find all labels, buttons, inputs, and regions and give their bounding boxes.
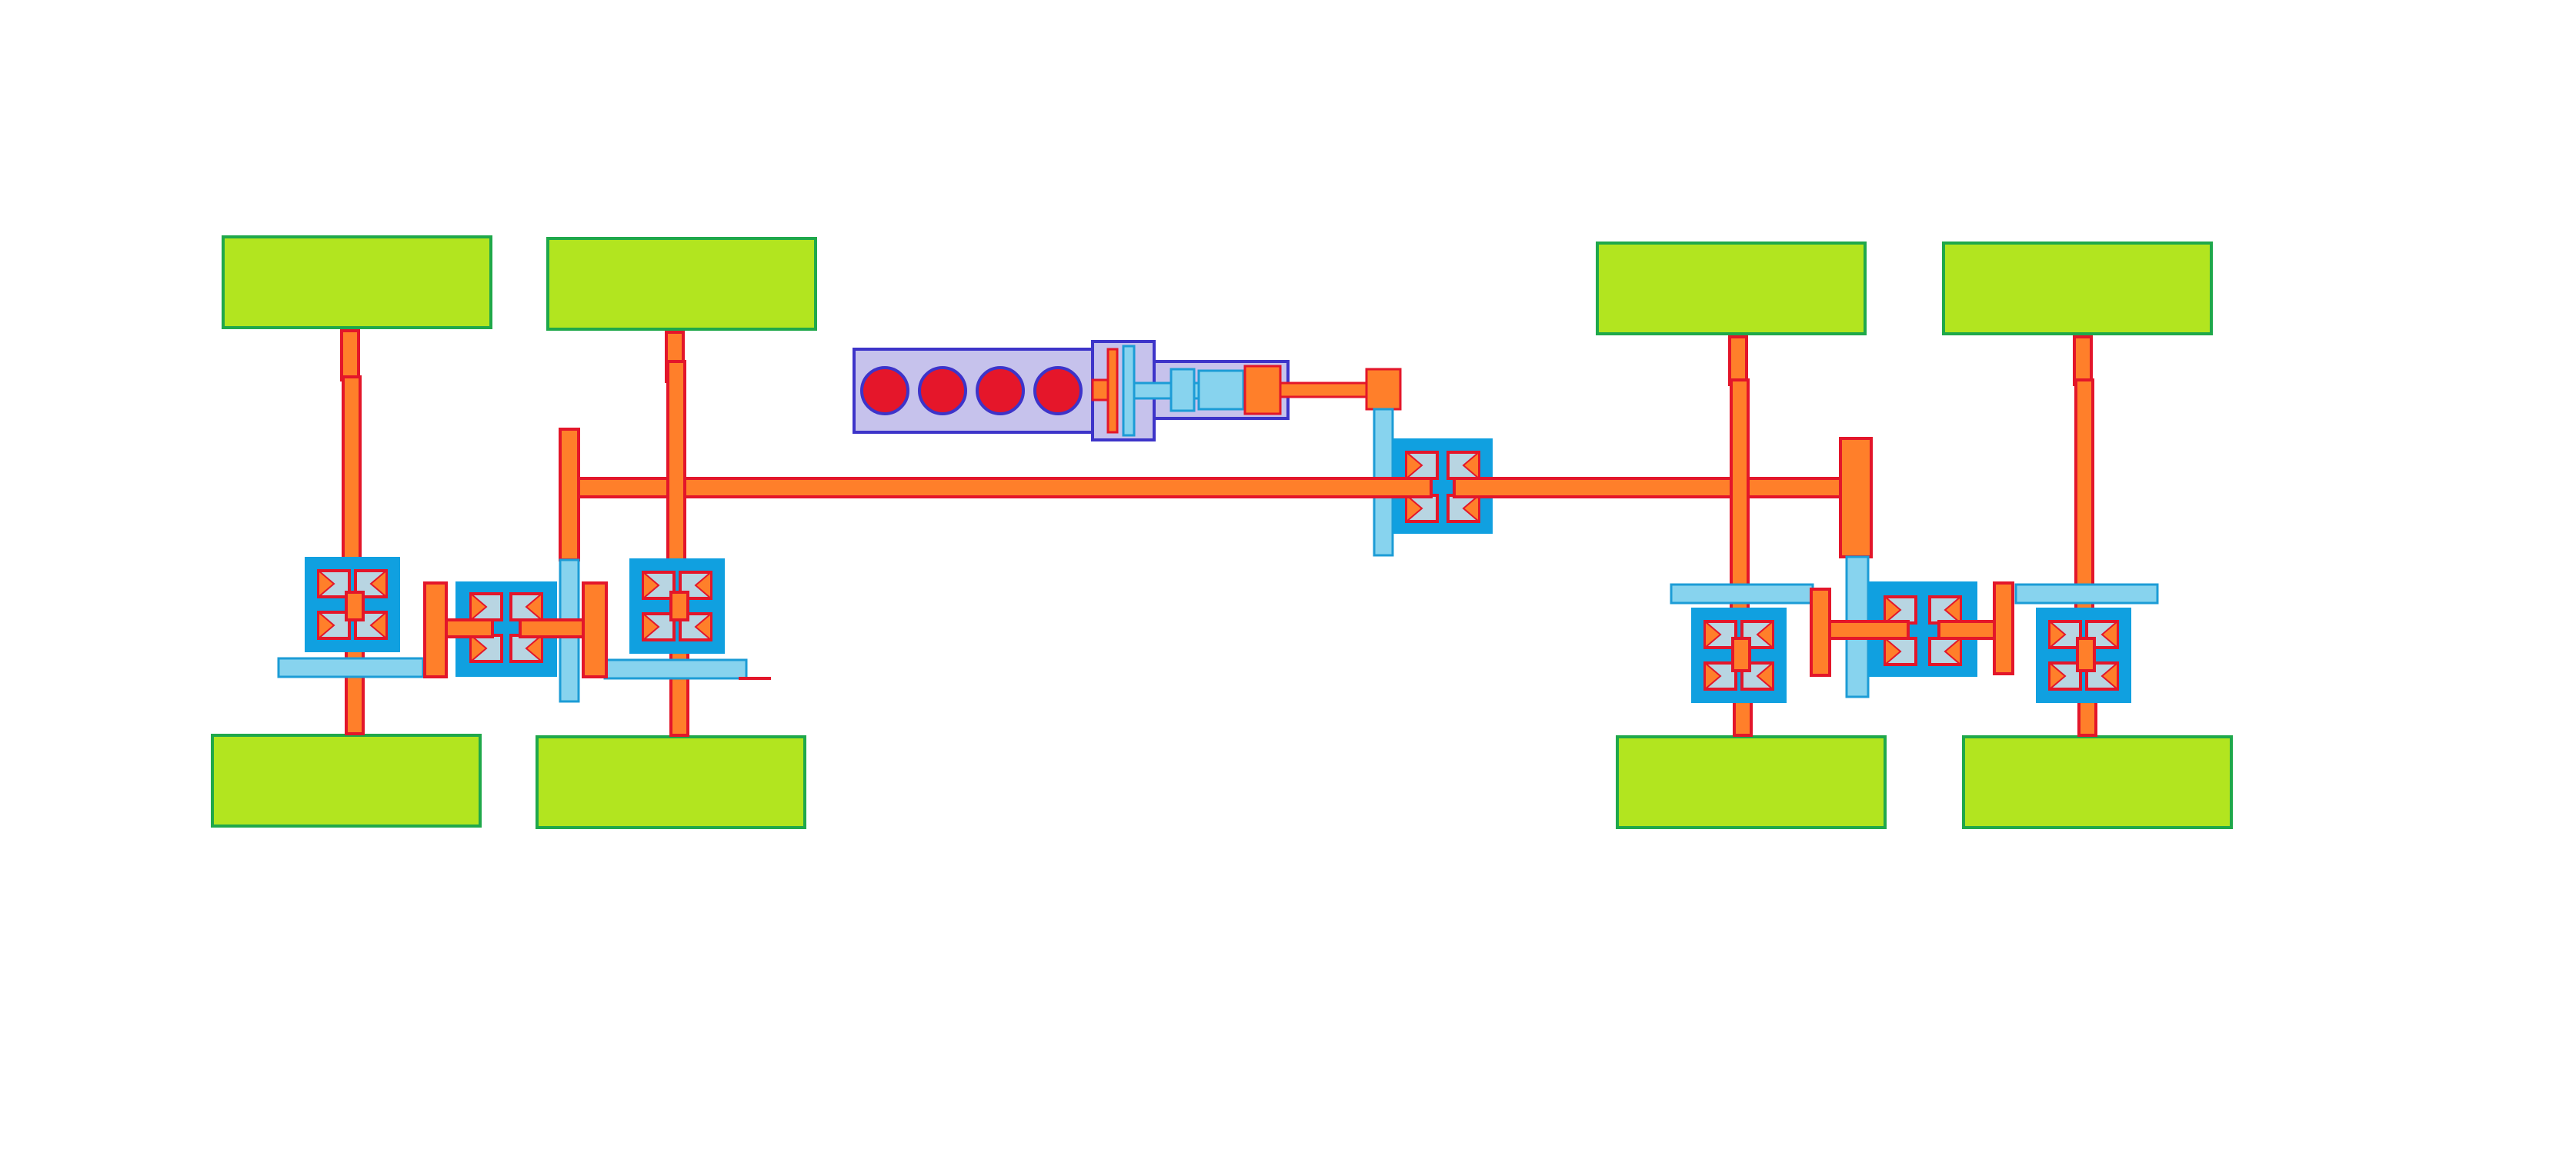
half-shaft-rr-top-stub: [2073, 335, 2093, 386]
engine-cylinder-1: [860, 366, 909, 415]
crank-stub: [1091, 378, 1109, 401]
front-diff-right-shaft: [519, 618, 589, 638]
hub-shaft-fr-cross: [669, 591, 689, 621]
front-diff-left-flange: [423, 581, 448, 678]
hub-shaft-fl-cross: [345, 591, 365, 621]
rear-axle-group: [1596, 242, 2233, 829]
gearbox-gear-2: [1197, 369, 1245, 411]
wheel-rear-left-outer: [1596, 242, 1867, 335]
wheel-front-right-inner: [536, 735, 806, 829]
front-diff-right-flange: [582, 581, 608, 678]
half-shaft-rl-top-stub: [1728, 335, 1748, 386]
engine: [853, 348, 1094, 434]
front-diff-left-shaft: [442, 618, 494, 638]
rear-shaft-flange: [1839, 437, 1873, 558]
rear-diff-left-flange: [1810, 588, 1831, 677]
hub-bar-rl: [1670, 583, 1814, 605]
hub-bar-fr: [603, 658, 748, 680]
half-shaft-fl-top-stub: [340, 329, 360, 381]
rear-propeller-shaft: [1453, 477, 1848, 498]
gearbox-gear-1: [1170, 368, 1196, 412]
hub-shaft-rl-cross: [1731, 637, 1751, 672]
hub-bar-fl: [277, 657, 425, 678]
engine-cylinder-4: [1033, 366, 1083, 415]
wheel-rear-right-outer: [1942, 242, 2213, 335]
front-shaft-flange: [559, 428, 580, 561]
front-axle-group: [211, 235, 817, 829]
hub-bar-rr: [2014, 583, 2159, 605]
output-shaft: [1279, 381, 1368, 398]
wheel-rear-left-inner: [1616, 735, 1887, 829]
hub-shaft-rr-cross: [2076, 637, 2096, 672]
front-propeller-shaft: [576, 477, 1433, 498]
engine-cylinder-2: [918, 366, 967, 415]
wheel-front-left-outer: [222, 235, 492, 329]
wheel-front-right-outer: [546, 237, 817, 331]
clutch-plate: [1122, 345, 1136, 437]
rear-diff-left-shaft: [1828, 620, 1910, 640]
wheel-front-left-inner: [211, 734, 482, 828]
wheel-rear-right-inner: [1962, 735, 2233, 829]
rear-diff-right-flange: [1993, 581, 2014, 675]
flywheel: [1106, 348, 1119, 434]
gearbox: [1133, 360, 1290, 420]
engine-cylinder-3: [976, 366, 1025, 415]
output-shaft-flange: [1365, 368, 1402, 411]
rear-diff-right-shaft: [1937, 620, 2000, 640]
gearbox-output-flange: [1243, 365, 1282, 415]
half-shaft-fr-top: [666, 360, 686, 594]
